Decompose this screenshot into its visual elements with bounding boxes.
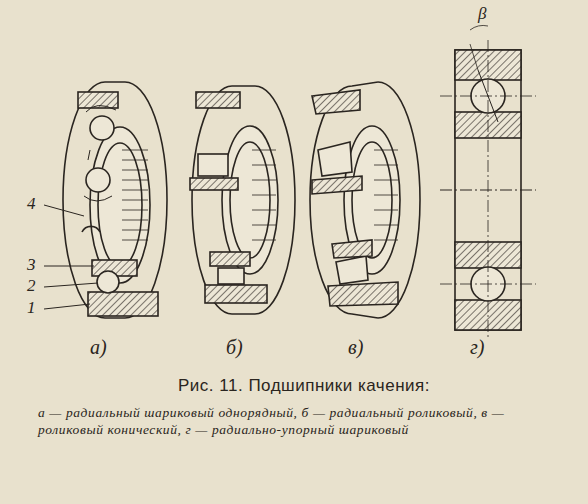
leader-line xyxy=(44,205,98,309)
figure-letter: б) xyxy=(226,336,243,359)
angular-contact-bearing xyxy=(440,25,536,340)
figure-letter: г) xyxy=(470,336,484,359)
figure-letter: в) xyxy=(348,336,363,359)
roller-bearing xyxy=(190,86,295,314)
callout-number: 3 xyxy=(27,255,36,275)
angle-label: β xyxy=(478,4,486,24)
callout-number: 1 xyxy=(27,298,36,318)
figure-letter: а) xyxy=(90,336,107,359)
figure-caption: Рис. 11. Подшипники качения: xyxy=(178,376,430,396)
callout-number: 4 xyxy=(27,194,36,214)
ball-bearing xyxy=(63,82,167,318)
callout-number: 2 xyxy=(27,276,36,296)
tapered-roller-bearing xyxy=(310,82,420,318)
caption-description: а — радиальный шариковый однорядный, б —… xyxy=(38,404,568,438)
